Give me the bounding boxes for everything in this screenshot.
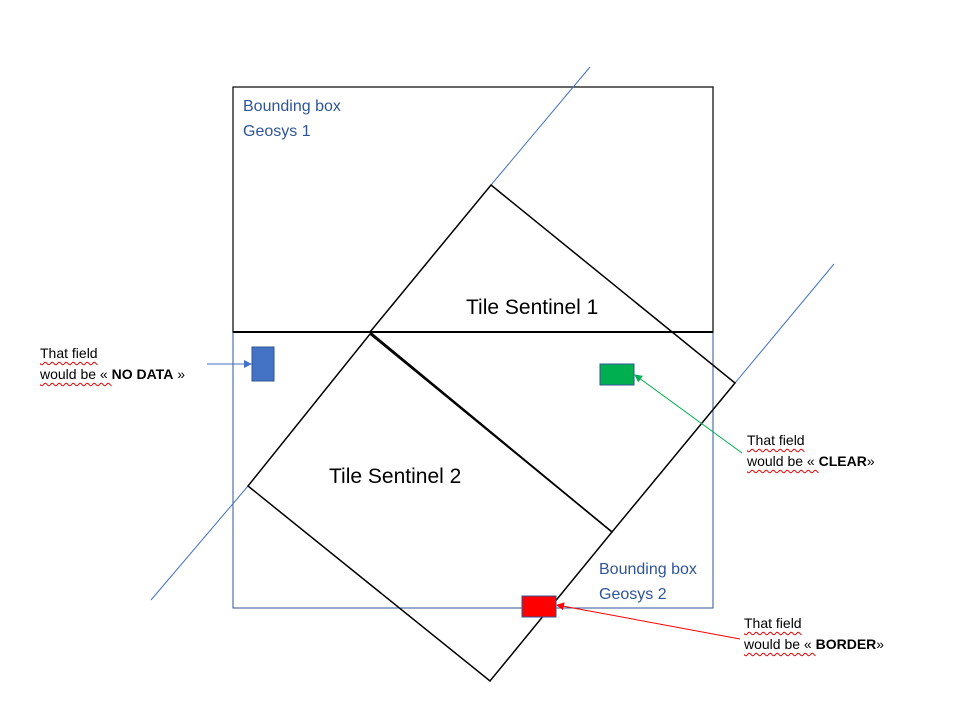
annotation-clear: That field would be « CLEAR» — [747, 430, 875, 472]
field-border — [521, 595, 557, 618]
field-clear — [599, 363, 635, 386]
bbox-geosys-1-line2: Geosys 1 — [243, 123, 311, 140]
annotation-clear-line2: would be « CLEAR» — [747, 453, 875, 469]
bbox-geosys-2-line2: Geosys 2 — [599, 586, 667, 603]
annotation-no-data: That field would be « NO DATA » — [40, 343, 185, 385]
arrow-clear — [634, 374, 743, 454]
annotation-border: That field would be « BORDER» — [744, 613, 884, 655]
bbox-geosys-2-line1: Bounding box — [599, 561, 697, 578]
tile-sentinel-1-label: Tile Sentinel 1 — [466, 296, 598, 319]
field-no-data — [251, 346, 275, 382]
swath-line-1-upper — [490, 66, 591, 186]
annotation-no-data-line1: That field — [40, 345, 98, 361]
annotation-border-line2: would be « BORDER» — [744, 636, 885, 652]
annotation-clear-line1: That field — [747, 432, 805, 448]
annotation-border-line1: That field — [744, 615, 802, 631]
tile-sentinel-2-label: Tile Sentinel 2 — [329, 465, 461, 488]
swath-line-2 — [150, 485, 249, 601]
arrow-border — [556, 602, 741, 640]
bbox-geosys-1-line1: Bounding box — [243, 98, 341, 115]
annotation-no-data-line2: would be « NO DATA » — [40, 366, 185, 382]
tile-sentinel-2 — [246, 332, 614, 683]
swath-line-1-lower — [734, 263, 835, 384]
